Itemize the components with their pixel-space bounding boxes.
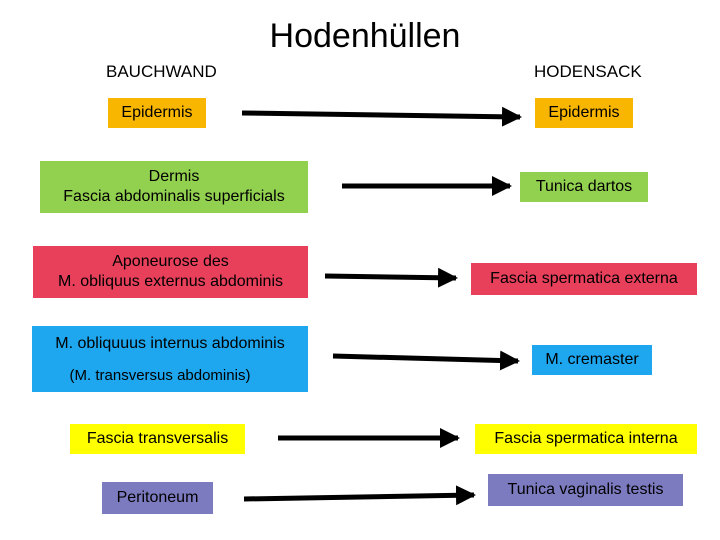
left-box-line: Fascia transversalis xyxy=(86,430,229,447)
arrow-row-4 xyxy=(332,350,520,371)
right-box-line: M. cremaster xyxy=(545,351,639,368)
left-box-line: M. obliquuus internus abdominis xyxy=(55,335,285,352)
left-box-line: Aponeurose des xyxy=(112,253,229,270)
arrow-row-3 xyxy=(324,267,458,288)
right-box-line: Tunica vaginalis testis xyxy=(507,481,664,498)
left-box-line: Fascia abdominalis superficials xyxy=(63,188,285,205)
right-box-epidermis: Epidermis xyxy=(535,98,633,128)
left-box-line: M. obliquus externus abdominis xyxy=(57,273,283,290)
right-box-fascia-spermatica-interna: Fascia spermatica interna xyxy=(475,424,697,454)
right-box-line: Fascia spermatica externa xyxy=(490,270,678,287)
left-box-aponeurose: Aponeurose des M. obliquus externus abdo… xyxy=(33,246,308,298)
left-box-peritoneum: Peritoneum xyxy=(102,482,213,514)
right-column-header: HODENSACK xyxy=(534,62,642,81)
left-box-epidermis: Epidermis xyxy=(108,98,206,128)
right-box-line: Tunica dartos xyxy=(535,178,633,195)
left-box-line: Dermis xyxy=(148,168,200,185)
left-box-fascia-transversalis: Fascia transversalis xyxy=(70,424,245,454)
left-box-line: Epidermis xyxy=(121,104,193,121)
arrow-row-6 xyxy=(243,485,476,506)
right-box-tunica-vaginalis: Tunica vaginalis testis xyxy=(488,474,683,506)
left-box-line: (M. transversus abdominis) xyxy=(69,367,251,384)
right-box-line: Fascia spermatica interna xyxy=(494,430,678,447)
diagram-title: Hodenhüllen xyxy=(269,17,461,55)
right-box-fascia-spermatica-externa: Fascia spermatica externa xyxy=(471,263,697,295)
right-box-tunica-dartos: Tunica dartos xyxy=(520,172,648,202)
right-box-cremaster: M. cremaster xyxy=(532,345,652,375)
right-box-line: Epidermis xyxy=(548,104,620,121)
left-box-dermis: Dermis Fascia abdominalis superficials xyxy=(40,161,308,213)
left-column-header: BAUCHWAND xyxy=(106,62,217,81)
left-box-obliquus-internus: M. obliquuus internus abdominis (M. tran… xyxy=(32,326,308,392)
left-box-line: Peritoneum xyxy=(116,489,199,506)
arrow-row-1 xyxy=(241,106,522,127)
